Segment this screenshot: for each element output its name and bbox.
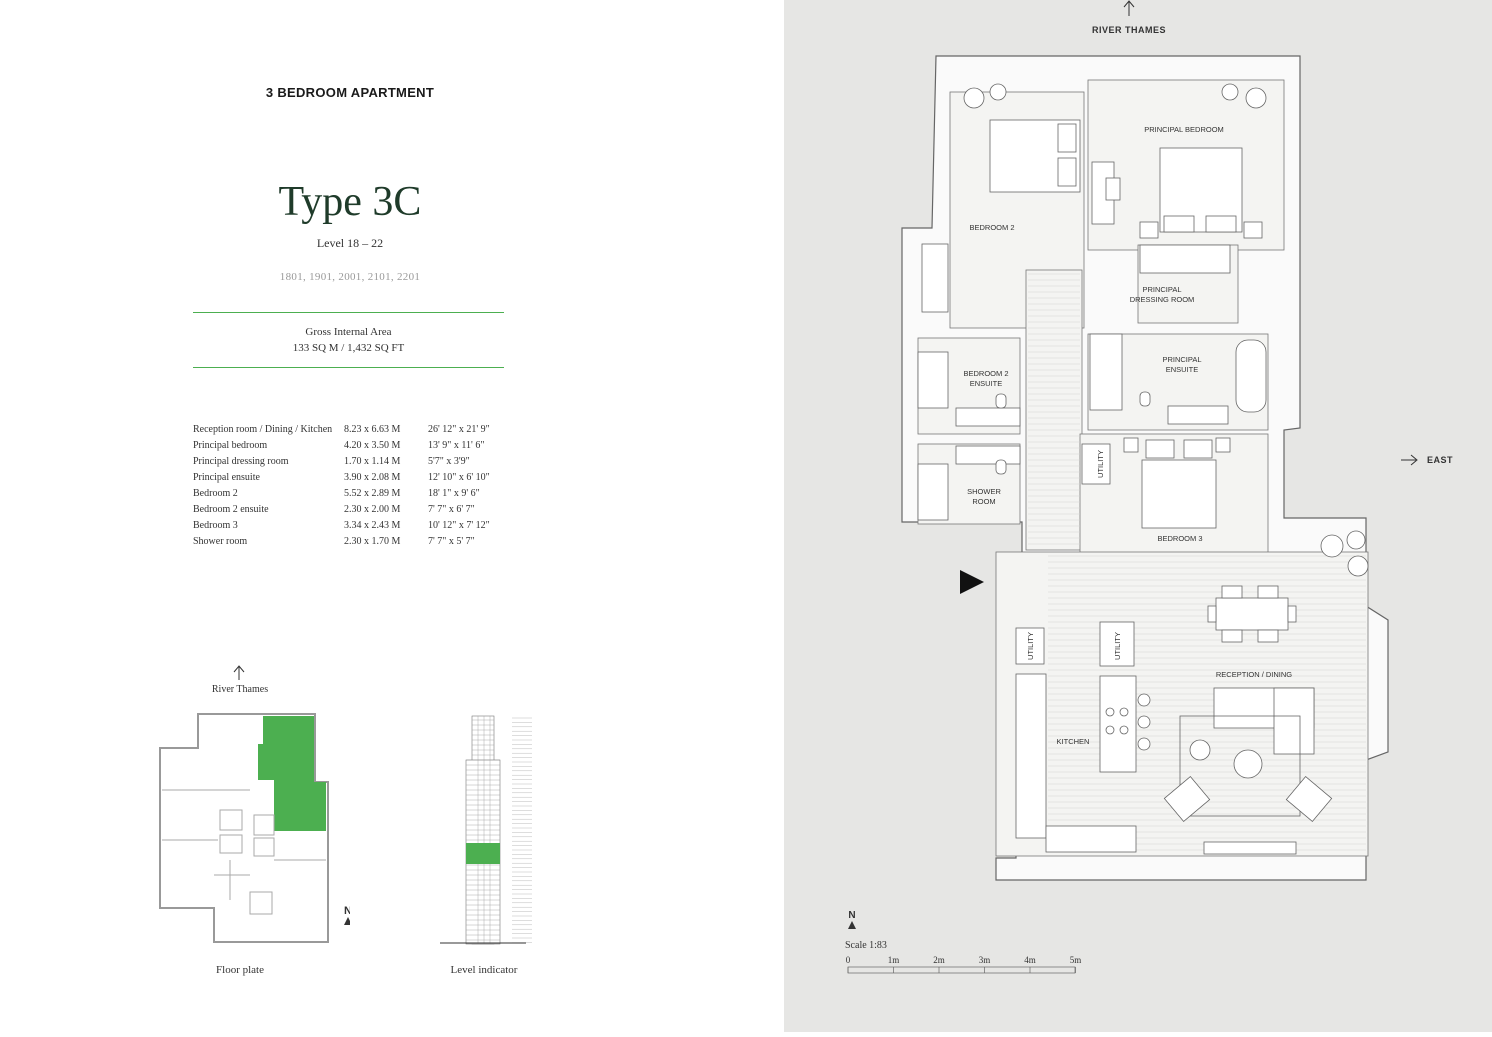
label-bedroom-2: BEDROOM 2 bbox=[969, 223, 1014, 232]
room-metric: 4.20 x 3.50 M bbox=[344, 439, 401, 451]
label-dressing-2: DRESSING ROOM bbox=[1130, 295, 1195, 304]
label-utility-2: UTILITY bbox=[1026, 632, 1035, 660]
scale-label: Scale 1:83 bbox=[845, 940, 887, 951]
room-row: Reception room / Dining / Kitchen 8.23 x … bbox=[190, 421, 493, 437]
room-name: Bedroom 3 bbox=[193, 519, 238, 531]
room-row: Principal ensuite 3.90 x 2.08 M 12' 10" x … bbox=[190, 469, 493, 485]
room-name: Principal ensuite bbox=[193, 471, 260, 483]
room-row: Principal bedroom 4.20 x 3.50 M 13' 9" x 1… bbox=[190, 437, 493, 453]
apartment-heading: 3 BEDROOM APARTMENT bbox=[265, 85, 435, 100]
room-row: Bedroom 2 5.52 x 2.89 M 18' 1" x 9' 6" bbox=[190, 485, 493, 501]
apartment-highlight bbox=[258, 716, 326, 831]
room-name: Bedroom 2 ensuite bbox=[193, 503, 269, 515]
room-metric: 1.70 x 1.14 M bbox=[344, 455, 401, 467]
label-ensuite-b1: BEDROOM 2 bbox=[963, 369, 1008, 378]
apartment-type-title: Type 3C bbox=[278, 179, 422, 225]
divider-bottom bbox=[193, 367, 504, 368]
scale-bar: 0 1m 2m 3m 4m 5m bbox=[846, 955, 1082, 974]
unit-numbers: 1801, 1901, 2001, 2101, 2201 bbox=[279, 271, 421, 283]
north-up-arrow bbox=[233, 665, 245, 680]
room-imperial: 7' 7" x 6' 7" bbox=[428, 503, 475, 515]
label-bedroom-3: BEDROOM 3 bbox=[1157, 534, 1202, 543]
river-thames-label: RIVER THAMES bbox=[1092, 25, 1166, 35]
floor-plate-diagram: River Thames N bbox=[159, 665, 350, 943]
label-utility-1: UTILITY bbox=[1096, 450, 1105, 478]
label-ensuite-p2: ENSUITE bbox=[1166, 365, 1199, 374]
gia-value: 133 SQ M / 1,432 SQ FT bbox=[292, 342, 405, 354]
room-labels: PRINCIPAL BEDROOM BEDROOM 2 PRINCIPAL DR… bbox=[963, 125, 1292, 746]
floor-plan: RIVER THAMES EAST bbox=[845, 0, 1453, 974]
room-imperial: 18' 1" x 9' 6" bbox=[428, 487, 480, 499]
room-row: Principal dressing room 1.70 x 1.14 M 5'7"… bbox=[190, 453, 493, 469]
room-imperial: 12' 10" x 6' 10" bbox=[428, 471, 490, 483]
room-name: Reception room / Dining / Kitchen bbox=[193, 423, 333, 435]
divider-top bbox=[193, 312, 504, 313]
room-metric: 5.52 x 2.89 M bbox=[344, 487, 401, 499]
level-highlight bbox=[466, 843, 500, 864]
keyplan-river-label: River Thames bbox=[212, 684, 268, 695]
label-utility-3: UTILITY bbox=[1113, 632, 1122, 660]
floor-plate-caption: Floor plate bbox=[216, 964, 264, 976]
label-principal-bedroom: PRINCIPAL BEDROOM bbox=[1144, 125, 1224, 134]
room-name: Principal bedroom bbox=[193, 439, 268, 451]
room-metric: 8.23 x 6.63 M bbox=[344, 423, 401, 435]
scale-tick-label: 1m bbox=[888, 955, 900, 965]
scale-tick-label: 4m bbox=[1024, 955, 1036, 965]
room-metric: 3.90 x 2.08 M bbox=[344, 471, 401, 483]
room-metric: 2.30 x 2.00 M bbox=[344, 503, 401, 515]
east-arrow bbox=[1401, 454, 1418, 466]
gia-label: Gross Internal Area bbox=[305, 326, 392, 338]
plan-north-label: N bbox=[848, 910, 855, 921]
scale-tick-label: 2m bbox=[933, 955, 945, 965]
room-metric: 2.30 x 1.70 M bbox=[344, 535, 401, 547]
level-indicator-caption: Level indicator bbox=[450, 964, 518, 976]
room-name: Principal dressing room bbox=[193, 455, 289, 467]
room-imperial: 7' 7" x 5' 7" bbox=[428, 535, 475, 547]
room-row: Shower room 2.30 x 1.70 M 7' 7" x 5' 7" bbox=[190, 533, 493, 549]
entrance-arrow bbox=[960, 570, 984, 594]
scale-tick-label: 3m bbox=[979, 955, 991, 965]
scale-tick-label: 0 bbox=[846, 955, 851, 965]
label-shower-1: SHOWER bbox=[967, 487, 1001, 496]
room-name: Bedroom 2 bbox=[193, 487, 238, 499]
label-reception: RECEPTION / DINING bbox=[1216, 670, 1292, 679]
east-label: EAST bbox=[1427, 455, 1453, 465]
room-imperial: 5'7" x 3'9" bbox=[428, 455, 470, 467]
label-kitchen: KITCHEN bbox=[1057, 737, 1090, 746]
label-ensuite-p1: PRINCIPAL bbox=[1162, 355, 1201, 364]
room-dimensions-table: Reception room / Dining / Kitchen 8.23 x … bbox=[190, 421, 493, 549]
north-arrow-top bbox=[1123, 0, 1135, 16]
plan-north-arrow bbox=[848, 921, 856, 929]
label-dressing-1: PRINCIPAL bbox=[1142, 285, 1181, 294]
room-row: Bedroom 2 ensuite 2.30 x 2.00 M 7' 7" x 6'… bbox=[190, 501, 493, 517]
scale-tick-label: 5m bbox=[1070, 955, 1082, 965]
keyplan-north-label: N bbox=[344, 905, 350, 917]
left-page: 3 BEDROOM APARTMENT Type 3C Level 18 – 2… bbox=[159, 85, 532, 976]
room-row: Bedroom 3 3.34 x 2.43 M 10' 12" x 7' 12" bbox=[190, 517, 493, 533]
level-range: Level 18 – 22 bbox=[316, 236, 384, 250]
keyplan-north-arrow bbox=[344, 917, 350, 925]
room-imperial: 10' 12" x 7' 12" bbox=[428, 519, 490, 531]
level-indicator-diagram bbox=[440, 715, 532, 945]
room-name: Shower room bbox=[193, 535, 248, 547]
room-imperial: 13' 9" x 11' 6" bbox=[428, 439, 485, 451]
label-ensuite-b2: ENSUITE bbox=[970, 379, 1003, 388]
furniture bbox=[917, 83, 1369, 855]
floor-plan-panel: RIVER THAMES EAST bbox=[784, 0, 1492, 1032]
room-metric: 3.34 x 2.43 M bbox=[344, 519, 401, 531]
room-imperial: 26' 12" x 21' 9" bbox=[428, 423, 490, 435]
label-shower-2: ROOM bbox=[972, 497, 995, 506]
